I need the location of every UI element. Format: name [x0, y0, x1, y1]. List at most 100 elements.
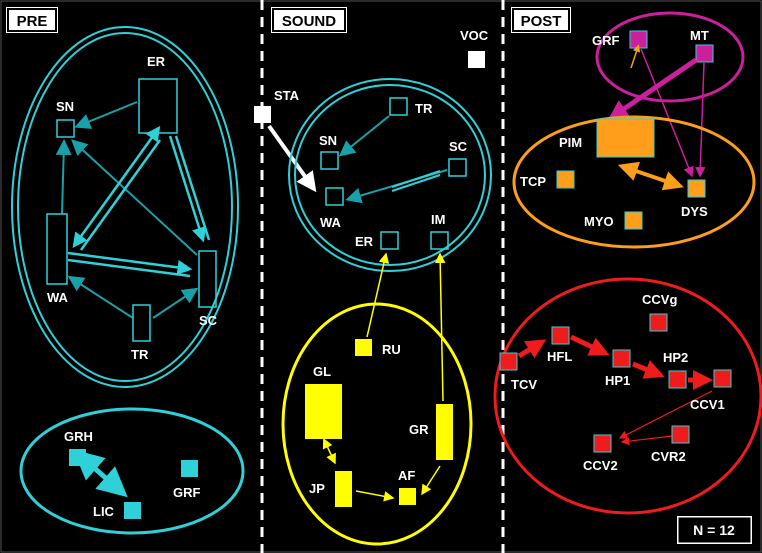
edge-tcv-hfl — [517, 339, 547, 359]
node-grh — [69, 449, 86, 466]
edge-er-sn — [74, 101, 138, 129]
label-pre-grf: GRF — [173, 485, 201, 500]
node-ru — [355, 339, 372, 356]
label-snd-sn: SN — [319, 133, 337, 148]
post-cluster-orange — [512, 115, 756, 249]
node-sta — [254, 106, 271, 123]
label-jp: JP — [309, 481, 325, 496]
node-mt — [695, 44, 714, 63]
section-sound-label: SOUND — [282, 13, 336, 30]
label-pre-sc: SC — [199, 313, 218, 328]
edge-hfl-hp1 — [569, 334, 610, 356]
label-post-grf: GRF — [592, 33, 620, 48]
node-gl — [305, 384, 342, 439]
node-pre-tr — [132, 304, 151, 342]
sound-upper-edges — [338, 115, 448, 204]
label-mt: MT — [690, 28, 709, 43]
pre-edges — [55, 101, 211, 319]
edge-gr-im — [434, 252, 446, 402]
edge-gr-af — [421, 465, 441, 496]
label-pre-tr: TR — [131, 347, 149, 362]
node-snd-wa — [325, 187, 344, 206]
node-hp2 — [668, 370, 687, 389]
node-ccvg — [649, 313, 668, 332]
edge-gl-jp — [322, 437, 336, 465]
edge-grf-dys — [640, 48, 694, 178]
edge-cvr2-ccv2 — [620, 435, 673, 446]
edge-mt-dys — [695, 62, 706, 178]
label-tcv: TCV — [511, 377, 537, 392]
label-ccv1: CCV1 — [690, 397, 725, 412]
node-cvr2 — [671, 425, 690, 444]
node-pre-sn — [56, 119, 75, 138]
edge-er-wa-a — [72, 125, 161, 249]
sound-lower-edges — [322, 252, 446, 502]
section-pre-title: PRE — [6, 7, 58, 33]
edge-tr-sc — [152, 287, 199, 319]
label-pim: PIM — [559, 135, 582, 150]
node-pre-sc — [198, 250, 217, 308]
label-pre-wa: WA — [47, 290, 69, 305]
label-voc: VOC — [460, 28, 489, 43]
node-jp — [335, 471, 352, 507]
sound-cluster-lower — [281, 302, 473, 546]
edge-tr-sn-sound — [338, 115, 390, 157]
node-tcp — [556, 170, 575, 189]
node-snd-sn — [320, 151, 339, 170]
label-tcp: TCP — [520, 174, 546, 189]
edge-er-sc-b — [174, 135, 211, 241]
node-gr — [436, 404, 453, 460]
edge-sc-wa-b — [391, 170, 441, 188]
node-pre-grf — [181, 460, 198, 477]
label-snd-wa: WA — [320, 215, 342, 230]
pre-cluster-main — [11, 26, 239, 388]
label-ru: RU — [382, 342, 401, 357]
edge-sc-wa-c — [391, 174, 441, 192]
label-cvr2: CVR2 — [651, 449, 686, 464]
edge-jp-af — [355, 490, 395, 502]
node-post-grf — [629, 30, 648, 49]
label-ccvg: CCVg — [642, 292, 677, 307]
label-pre-er: ER — [147, 54, 166, 69]
edge-tr-wa — [67, 275, 134, 319]
pre-cluster-lower — [19, 407, 245, 535]
sample-size-label: N = 12 — [693, 522, 735, 538]
label-myo: MYO — [584, 214, 614, 229]
label-gr: GR — [409, 422, 429, 437]
node-ccv2 — [593, 434, 612, 453]
node-myo — [624, 211, 643, 230]
edge-pim-dys — [617, 161, 684, 191]
edge-wa-sn — [55, 139, 72, 215]
label-grh: GRH — [64, 429, 93, 444]
edge-hp1-hp2 — [632, 360, 665, 379]
sample-size-badge: N = 12 — [677, 516, 752, 544]
label-snd-sc: SC — [449, 139, 468, 154]
node-snd-sc — [448, 158, 467, 177]
node-snd-er — [380, 231, 399, 250]
edge-wa-sc-a — [67, 251, 193, 275]
edge-wa-sc-b — [67, 258, 191, 278]
post-cluster-red — [493, 277, 762, 515]
label-pre-sn: SN — [56, 99, 74, 114]
section-post-title: POST — [511, 7, 571, 33]
label-snd-im: IM — [431, 212, 445, 227]
label-hfl: HFL — [547, 349, 572, 364]
section-sound-title: SOUND — [271, 7, 347, 33]
label-gl: GL — [313, 364, 331, 379]
sound-cluster-upper — [288, 78, 492, 272]
node-lic — [124, 502, 141, 519]
node-voc — [468, 51, 485, 68]
edge-ccv1-ccv2 — [618, 390, 713, 439]
section-pre-label: PRE — [17, 13, 48, 30]
node-hfl — [551, 326, 570, 345]
post-cluster-magenta — [595, 11, 745, 103]
node-tcv — [499, 352, 518, 371]
edge-mt-pim — [607, 57, 698, 120]
section-post-label: POST — [521, 13, 562, 30]
post-magenta-edges — [607, 44, 706, 178]
node-snd-tr — [389, 97, 408, 116]
label-dys: DYS — [681, 204, 708, 219]
edge-er-wa-b — [79, 139, 162, 251]
